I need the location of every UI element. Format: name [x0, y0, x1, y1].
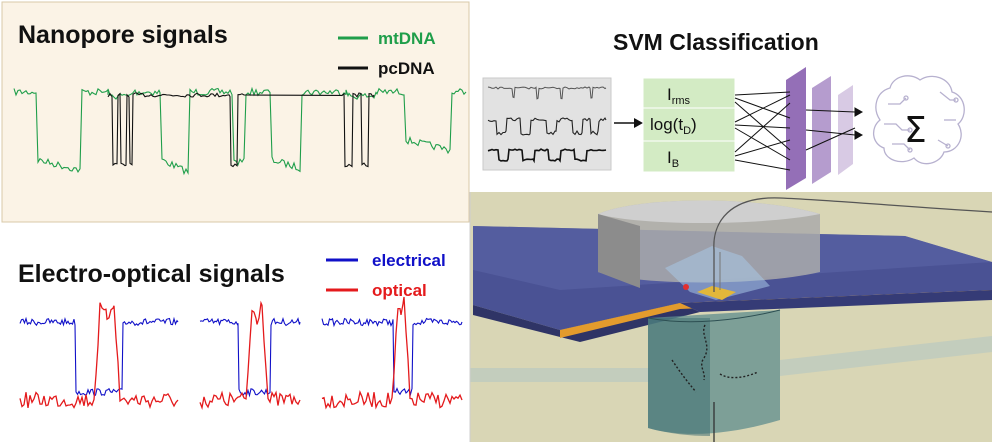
brain-node-1 — [903, 95, 909, 101]
nanopore-panel-background — [1, 1, 470, 223]
conn-6 — [734, 127, 791, 161]
mtdna-trace — [13, 86, 467, 176]
feature-ib-sub: B — [672, 158, 679, 170]
svm-layers — [786, 67, 853, 190]
svm-layer-1 — [786, 67, 806, 190]
conn-8 — [734, 139, 791, 157]
conn-11 — [805, 129, 856, 136]
optical-trace-2 — [199, 300, 301, 410]
brain-trace-1 — [888, 97, 907, 105]
legend-label-pcdna: pcDNA — [378, 59, 435, 78]
svm-connection-arrows — [734, 91, 864, 171]
feature-box-ib-bg — [642, 140, 736, 173]
optical-trace-1 — [19, 302, 179, 410]
thumbnail-trace-1 — [487, 86, 607, 100]
electrical-trace-1 — [19, 316, 179, 396]
legend-label-mtdna: mtDNA — [378, 29, 436, 48]
electrical-trace-2 — [199, 317, 301, 398]
thumbnail-trace-3 — [487, 147, 607, 164]
conn-12 — [805, 127, 856, 151]
brain-trace-3 — [892, 143, 911, 151]
nanopore-panel: Nanopore signals mtDNA pcDNA — [1, 1, 470, 223]
feature-box-irms: Irms — [642, 77, 736, 109]
feature-logtd-sub: D — [683, 125, 691, 137]
feature-irms-main: I — [667, 85, 672, 104]
conn-7 — [734, 102, 791, 153]
conn-10 — [805, 109, 856, 113]
feature-ib-main: I — [667, 148, 672, 167]
brain-node-5 — [945, 143, 951, 149]
substrate-rail-right — [780, 336, 992, 376]
signal-thumbnail — [482, 77, 612, 171]
svm-panel: SVM Classification Irms log(tD) IB — [482, 29, 965, 190]
feature-logtd-tail: ) — [691, 115, 697, 134]
dna-strand-1 — [701, 324, 708, 381]
electro-optical-title: Electro-optical signals — [18, 260, 285, 288]
conn-5 — [734, 124, 791, 129]
thumbnail-trace-2 — [487, 117, 607, 136]
conn-4 — [734, 94, 791, 123]
chip-prism-top — [598, 200, 820, 223]
light-cone — [665, 246, 770, 300]
arrow-to-features — [614, 118, 643, 128]
legend-label-optical: optical — [372, 281, 427, 300]
feature-logtd-label: log(tD) — [650, 115, 697, 137]
well-rim — [647, 309, 781, 323]
svm-title: SVM Classification — [613, 29, 819, 55]
eo-legend-electrical: electrical — [326, 251, 446, 270]
nanopore-legend-pcdna: pcDNA — [338, 59, 435, 78]
signal-thumbnail-background — [482, 77, 612, 171]
svm-layer-3 — [838, 85, 853, 175]
brain-node-3 — [907, 147, 913, 153]
brain-trace-2 — [884, 123, 910, 131]
feature-box-irms-bg — [642, 77, 736, 109]
feature-ib-label: IB — [667, 148, 679, 170]
nanopore-red-marker — [683, 284, 689, 290]
dna-strand-2 — [671, 359, 697, 393]
legend-label-electrical: electrical — [372, 251, 446, 270]
probe-wire — [713, 197, 992, 292]
electro-optical-panel: Electro-optical signals electrical optic… — [18, 251, 463, 410]
conn-head-2 — [854, 130, 864, 140]
arrow-head — [634, 118, 643, 128]
eo-legend-optical: optical — [326, 281, 427, 300]
nanopore-title: Nanopore signals — [18, 21, 228, 49]
feature-box-logtd: log(tD) — [642, 107, 736, 142]
nanopore-gold-pad — [697, 286, 736, 300]
feature-irms-label: Irms — [667, 85, 691, 107]
electrical-trace-3 — [321, 317, 463, 397]
conn-1 — [734, 91, 791, 96]
feature-irms-sub: rms — [672, 95, 691, 107]
svm-layer-2 — [812, 76, 831, 184]
optical-trace-3 — [321, 296, 463, 410]
brain-outline — [873, 75, 965, 165]
conn-head-1 — [854, 107, 864, 117]
brain-node-2 — [907, 127, 913, 133]
well-cylinder-shade — [648, 318, 710, 436]
nanopore-chip-icon — [469, 192, 992, 442]
conn-9 — [734, 159, 791, 171]
chip-prism-front — [598, 214, 640, 288]
substrate-rail-left — [470, 368, 650, 382]
chip-right-face — [680, 290, 992, 312]
nanopore-legend-mtdna: mtDNA — [338, 29, 436, 48]
feature-box-ib: IB — [642, 140, 736, 173]
brain-node-4 — [953, 97, 959, 103]
feature-logtd-main: log(t — [650, 115, 683, 134]
circuit-brain-icon — [873, 75, 965, 165]
sum-symbol: Σ — [904, 110, 927, 151]
pcdna-trace — [107, 92, 375, 168]
